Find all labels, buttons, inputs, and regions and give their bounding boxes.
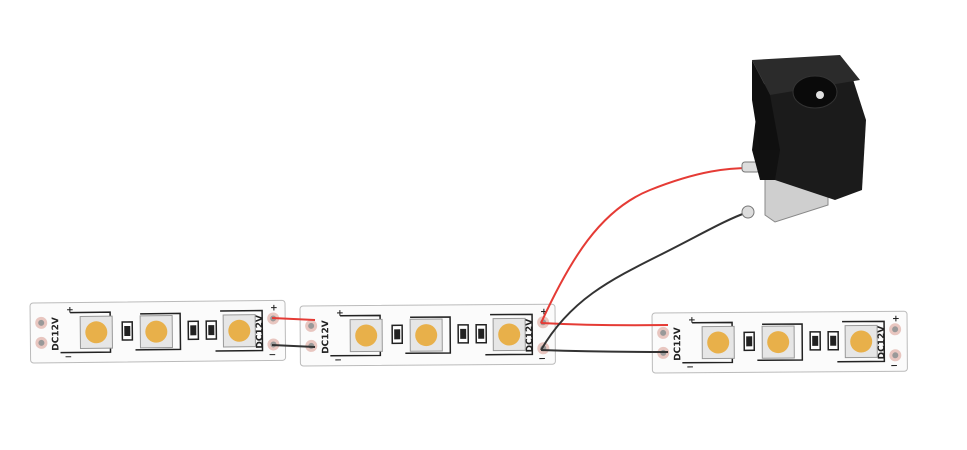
trace xyxy=(837,320,886,363)
plus-sign-left: + xyxy=(688,316,696,326)
led-emitter xyxy=(415,324,438,347)
led-strip-1: DC12V+−DC12V+− xyxy=(29,299,287,364)
trace xyxy=(405,316,452,355)
minus-sign-right: − xyxy=(538,354,546,364)
smd-led xyxy=(492,317,526,352)
smd-led xyxy=(222,314,256,348)
resistor xyxy=(460,328,467,339)
led-strip-2: DC12V+−DC12V+− xyxy=(299,303,556,367)
plus-sign-right: + xyxy=(270,303,278,313)
solder-pad-hole xyxy=(38,339,45,346)
voltage-label-left: DC12V xyxy=(51,317,61,351)
solder-pad-hole xyxy=(308,322,315,329)
resistor xyxy=(478,328,485,339)
red-wire-to-jack xyxy=(540,167,751,324)
jack-socket-hole xyxy=(792,75,838,109)
resistor xyxy=(830,335,837,346)
black-wire-strip2-strip3 xyxy=(540,349,669,353)
minus-sign-right: − xyxy=(890,361,898,371)
smd-led xyxy=(349,318,383,353)
led-emitter xyxy=(228,319,251,342)
minus-sign-left: − xyxy=(65,353,73,363)
resistor xyxy=(190,325,197,336)
smd-led xyxy=(761,325,795,359)
jack-pin-negative xyxy=(741,205,755,219)
led-emitter xyxy=(355,324,378,347)
smd-led xyxy=(79,315,113,349)
plus-sign-right: + xyxy=(540,307,548,317)
voltage-label-right: DC12V xyxy=(525,319,535,353)
smd-led xyxy=(844,324,878,359)
black-wire-strip1-strip2 xyxy=(271,344,316,348)
led-emitter xyxy=(145,320,168,343)
trace xyxy=(757,323,804,362)
resistor xyxy=(812,335,819,346)
resistor xyxy=(124,325,131,337)
voltage-label-right: DC12V xyxy=(255,315,265,349)
black-wire-to-jack xyxy=(540,211,749,351)
resistor xyxy=(208,325,215,336)
voltage-label-left: DC12V xyxy=(321,320,331,354)
led-strips: DC12V+−DC12V+−DC12V+−DC12V+−DC12V+−DC12V… xyxy=(29,299,908,374)
solder-pad-hole xyxy=(892,326,899,333)
led-emitter xyxy=(707,331,730,354)
led-strip-3: DC12V+−DC12V+− xyxy=(651,310,908,374)
red-wire-strip2-strip3 xyxy=(540,322,669,327)
led-emitter xyxy=(498,323,521,346)
resistor xyxy=(746,336,753,347)
plus-sign-left: + xyxy=(66,306,74,316)
dc-power-jack xyxy=(741,55,866,223)
led-emitter xyxy=(850,330,873,353)
solder-pad-hole xyxy=(38,319,45,326)
minus-sign-right: − xyxy=(269,350,277,360)
red-wire-strip1-strip2 xyxy=(271,317,316,321)
plus-sign-right: + xyxy=(892,314,900,324)
voltage-label-left: DC12V xyxy=(673,327,683,361)
wires xyxy=(271,167,751,353)
plus-sign-left: + xyxy=(336,309,344,319)
solder-pad-hole xyxy=(892,352,899,359)
smd-led xyxy=(409,318,443,352)
led-emitter xyxy=(85,321,108,344)
trace xyxy=(215,309,264,352)
minus-sign-left: − xyxy=(334,356,342,366)
trace xyxy=(135,312,182,351)
trace xyxy=(485,313,534,356)
smd-led xyxy=(701,325,735,360)
minus-sign-left: − xyxy=(686,363,694,373)
voltage-label-right: DC12V xyxy=(877,326,887,360)
resistor xyxy=(394,329,401,340)
led-emitter xyxy=(767,331,790,354)
solder-pad-hole xyxy=(660,329,667,336)
smd-led xyxy=(139,315,173,349)
